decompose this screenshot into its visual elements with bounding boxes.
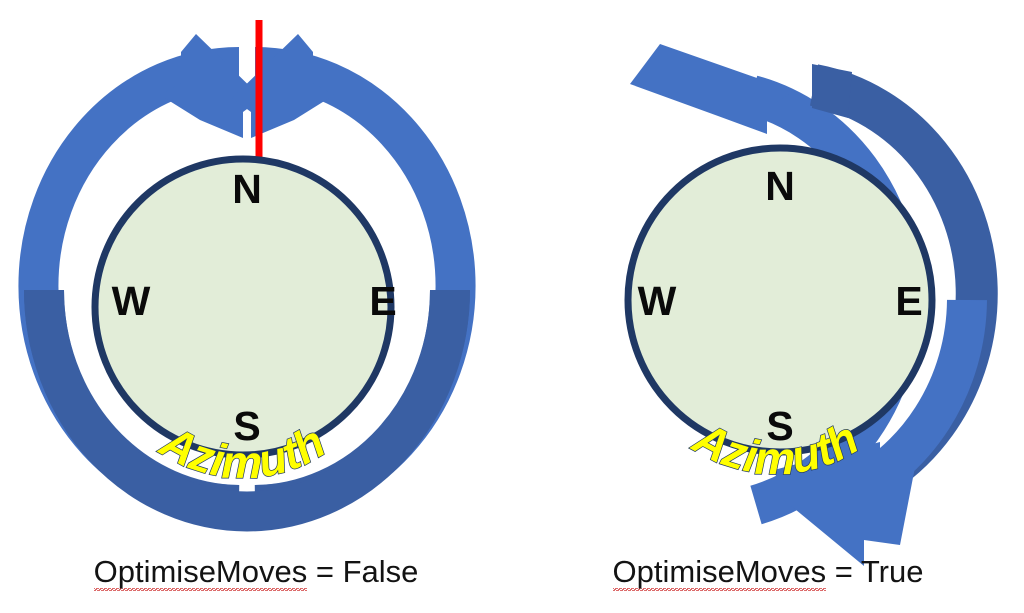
panel-optimise-moves-false: N E S W Azimuth OptimiseMoves = False xyxy=(0,20,512,592)
caption-keyword-true: OptimiseMoves xyxy=(612,554,827,592)
compass-label-north: N xyxy=(765,163,795,209)
caption-value-true: = True xyxy=(826,554,924,589)
caption-keyword-false: OptimiseMoves xyxy=(93,554,308,592)
arrowhead-left-to-north xyxy=(160,34,262,138)
compass-dial xyxy=(624,144,936,456)
azimuth-ring-arrow-group-left xyxy=(18,34,476,532)
compass-label-west: W xyxy=(112,278,151,324)
caption-optimise-moves-true: OptimiseMoves = True xyxy=(512,552,1024,592)
panel-optimise-moves-true: N E S W Azimuth OptimiseMoves = True xyxy=(512,0,1024,613)
compass-label-east: E xyxy=(369,278,396,324)
arrowhead-light-to-south xyxy=(774,442,916,566)
arrow-tail-dark-start xyxy=(812,64,852,118)
ring-band-bottom-join xyxy=(24,289,470,532)
compass-dial xyxy=(91,155,395,459)
compass-label-south: S xyxy=(233,403,260,449)
caption-optimise-moves-false: OptimiseMoves = False xyxy=(0,552,512,592)
compass-label-west: W xyxy=(638,278,677,324)
compass-diagram-false: N E S W Azimuth xyxy=(18,20,476,532)
caption-value-false: = False xyxy=(307,554,419,589)
compass-label-east: E xyxy=(895,278,922,324)
arrowhead-light-to-north xyxy=(630,44,794,134)
compass-diagram-true: N E S W Azimuth xyxy=(624,44,998,566)
compass-label-south: S xyxy=(766,403,793,449)
compass-label-north: N xyxy=(232,166,262,212)
